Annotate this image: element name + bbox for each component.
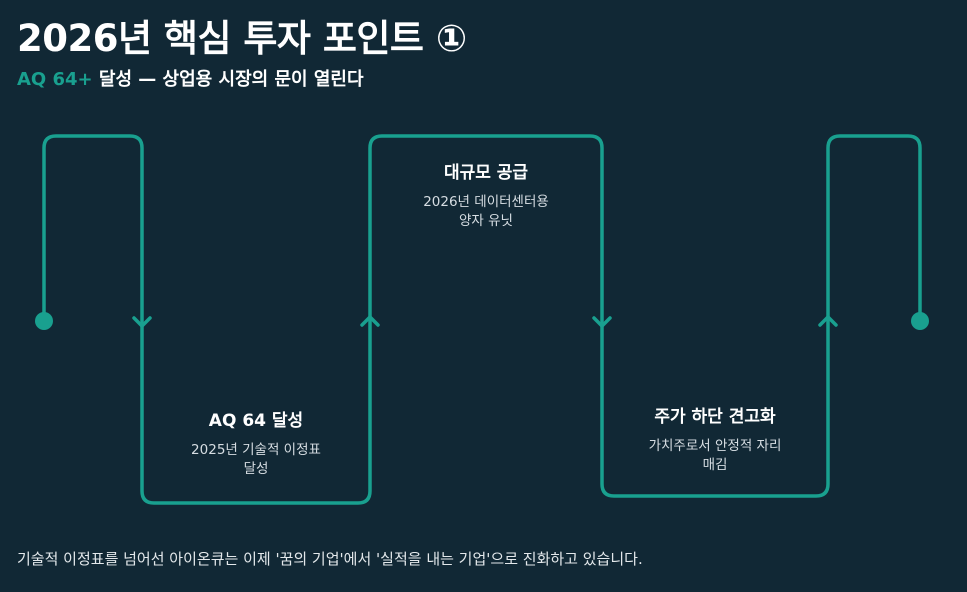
step-card-2: 대규모 공급 2026년 데이터센터용 양자 유닛 bbox=[376, 158, 596, 231]
step-title: AQ 64 달성 bbox=[208, 411, 304, 431]
timeline-line bbox=[42, 134, 922, 505]
chevron-down-icon bbox=[132, 316, 152, 328]
step-description: 2026년 데이터센터용 양자 유닛 bbox=[423, 194, 549, 229]
chevron-up-icon bbox=[818, 315, 838, 327]
page-subtitle: AQ 64+ 달성 — 상업용 시장의 문이 열린다 bbox=[17, 65, 364, 91]
step-title: 주가 하단 견고화 bbox=[654, 407, 776, 427]
step-description: 2025년 기술적 이정표 달성 bbox=[191, 442, 321, 477]
start-dot bbox=[35, 312, 53, 330]
subtitle-text: 달성 — 상업용 시장의 문이 열린다 bbox=[92, 69, 364, 90]
step-card-3: 주가 하단 견고화 가치주로서 안정적 자리 매김 bbox=[605, 402, 825, 475]
step-description: 가치주로서 안정적 자리 매김 bbox=[648, 438, 782, 473]
page-title: 2026년 핵심 투자 포인트 ① bbox=[17, 17, 467, 60]
footer-note: 기술적 이정표를 넘어선 아이온큐는 이제 '꿈의 기업'에서 '실적을 내는 … bbox=[17, 550, 643, 568]
end-dot bbox=[911, 312, 929, 330]
chevron-up-icon bbox=[360, 315, 380, 327]
step-card-1: AQ 64 달성 2025년 기술적 이정표 달성 bbox=[146, 406, 366, 479]
subtitle-accent: AQ 64+ bbox=[17, 69, 93, 90]
step-title: 대규모 공급 bbox=[443, 163, 529, 183]
chevron-down-icon bbox=[592, 316, 612, 328]
